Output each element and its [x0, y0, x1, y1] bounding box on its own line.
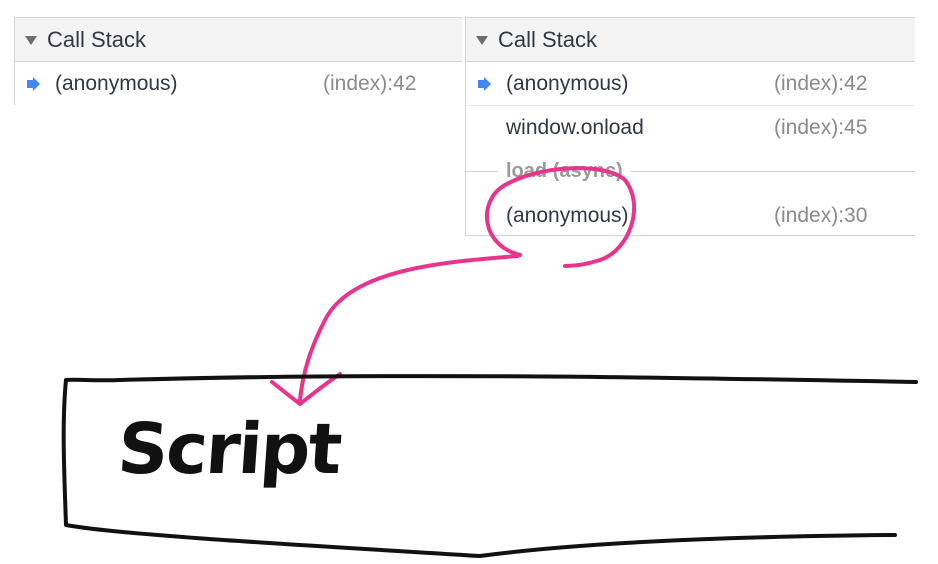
call-frame-row[interactable]: (anonymous) (index):42: [466, 62, 915, 106]
async-call-frame-row[interactable]: (anonymous) (index):30: [466, 194, 915, 238]
call-frame-row[interactable]: (anonymous) (index):42: [15, 62, 462, 106]
call-stack-title: Call Stack: [47, 26, 147, 52]
frame-function-name: (anonymous): [55, 72, 178, 95]
async-divider-line: [466, 171, 915, 172]
pointer-arrow-stroke: [298, 254, 520, 402]
frame-function-name: window.onload: [506, 116, 644, 139]
frame-location-link[interactable]: (index):30: [774, 204, 868, 227]
frame-location-link[interactable]: (index):45: [774, 116, 868, 139]
call-stack-header[interactable]: Call Stack: [15, 18, 462, 62]
collapse-triangle-icon[interactable]: [25, 36, 37, 45]
call-stack-panel-right: Call Stack (anonymous) (index):42 window…: [465, 17, 915, 236]
async-separator-label: load (async): [498, 160, 631, 183]
current-frame-arrow-icon: [27, 77, 40, 91]
call-stack-header[interactable]: Call Stack: [466, 18, 915, 62]
script-annotation-label: Script: [115, 408, 343, 490]
frame-location-link[interactable]: (index):42: [323, 72, 417, 95]
frame-function-name: (anonymous): [506, 204, 629, 227]
pointer-arrowhead-stroke: [270, 372, 342, 406]
async-separator: load (async): [466, 150, 915, 194]
frame-function-name: (anonymous): [506, 71, 629, 95]
call-frame-row[interactable]: window.onload (index):45: [466, 106, 915, 150]
current-frame-arrow-icon: [478, 77, 491, 91]
call-stack-panel-left: Call Stack (anonymous) (index):42: [14, 17, 462, 105]
frame-location-link[interactable]: (index):42: [774, 71, 868, 95]
call-stack-title: Call Stack: [498, 26, 598, 52]
collapse-triangle-icon[interactable]: [476, 36, 488, 45]
